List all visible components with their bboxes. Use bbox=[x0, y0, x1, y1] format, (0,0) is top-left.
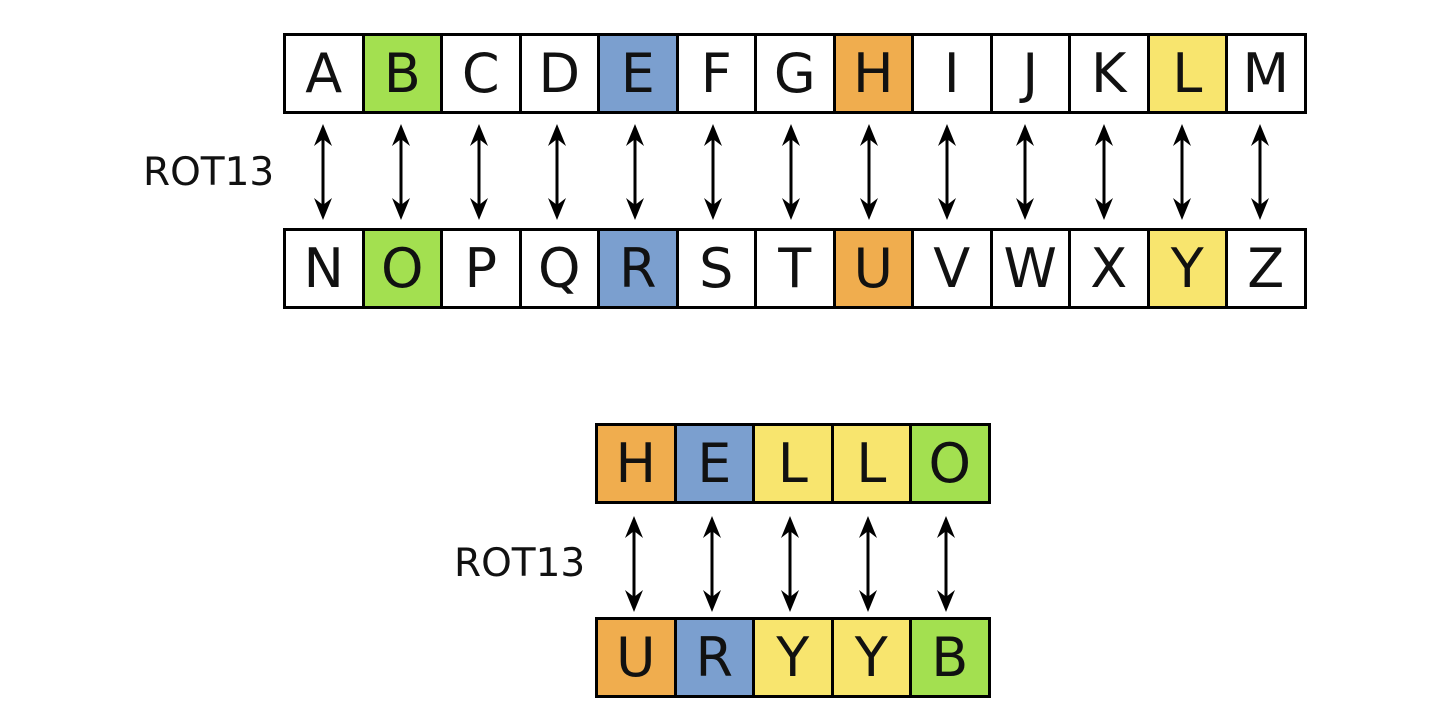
alphabet-top-cell: E bbox=[600, 36, 676, 111]
alphabet-bottom-cell: P bbox=[443, 231, 519, 306]
rot13-label-example: ROT13 bbox=[454, 541, 586, 586]
alphabet-bottom-cell: N bbox=[286, 231, 362, 306]
ciphertext-cell: B bbox=[912, 620, 988, 695]
alphabet-bottom-cell: U bbox=[835, 231, 911, 306]
double-arrow-icon bbox=[856, 514, 880, 614]
double-arrow-icon bbox=[700, 514, 724, 614]
alphabet-bottom-cell: W bbox=[992, 231, 1068, 306]
alphabet-bottom-cell: R bbox=[600, 231, 676, 306]
double-arrow-icon bbox=[935, 122, 959, 222]
double-arrow-icon bbox=[778, 514, 802, 614]
double-arrow-icon bbox=[1170, 122, 1194, 222]
alphabet-bottom-cell: S bbox=[678, 231, 754, 306]
alphabet-top-cell: L bbox=[1149, 36, 1225, 111]
double-arrow-icon bbox=[622, 514, 646, 614]
ciphertext-cell: Y bbox=[755, 620, 831, 695]
alphabet-top-cell: F bbox=[678, 36, 754, 111]
ciphertext-cell: R bbox=[676, 620, 752, 695]
double-arrow-icon bbox=[1092, 122, 1116, 222]
alphabet-top-cell: J bbox=[992, 36, 1068, 111]
double-arrow-icon bbox=[623, 122, 647, 222]
double-arrow-icon bbox=[1013, 122, 1037, 222]
alphabet-top-cell: A bbox=[286, 36, 362, 111]
double-arrow-icon bbox=[545, 122, 569, 222]
plaintext-cell: E bbox=[676, 426, 752, 501]
alphabet-top-cell: M bbox=[1228, 36, 1304, 111]
plaintext-cell: L bbox=[755, 426, 831, 501]
double-arrow-icon bbox=[779, 122, 803, 222]
alphabet-top-cell: B bbox=[364, 36, 440, 111]
plaintext-cell: O bbox=[912, 426, 988, 501]
double-arrow-icon bbox=[857, 122, 881, 222]
ciphertext-cell: Y bbox=[833, 620, 909, 695]
alphabet-bottom-cell: Y bbox=[1149, 231, 1225, 306]
alphabet-bottom-cell: Z bbox=[1228, 231, 1304, 306]
alphabet-bottom-cell: V bbox=[914, 231, 990, 306]
alphabet-top-cell: I bbox=[914, 36, 990, 111]
alphabet-bottom-cell: O bbox=[364, 231, 440, 306]
double-arrow-icon bbox=[701, 122, 725, 222]
alphabet-top-cell: G bbox=[757, 36, 833, 111]
alphabet-top-cell: C bbox=[443, 36, 519, 111]
ciphertext-cell: U bbox=[598, 620, 674, 695]
alphabet-bottom-cell: Q bbox=[521, 231, 597, 306]
double-arrow-icon bbox=[934, 514, 958, 614]
alphabet-top-cell: D bbox=[521, 36, 597, 111]
alphabet-bottom-cell: T bbox=[757, 231, 833, 306]
double-arrow-icon bbox=[389, 122, 413, 222]
rot13-label-alphabet: ROT13 bbox=[143, 150, 275, 195]
plaintext-cell: H bbox=[598, 426, 674, 501]
alphabet-top-cell: H bbox=[835, 36, 911, 111]
alphabet-top-cell: K bbox=[1071, 36, 1147, 111]
double-arrow-icon bbox=[311, 122, 335, 222]
double-arrow-icon bbox=[467, 122, 491, 222]
double-arrow-icon bbox=[1248, 122, 1272, 222]
alphabet-bottom-cell: X bbox=[1071, 231, 1147, 306]
plaintext-cell: L bbox=[833, 426, 909, 501]
